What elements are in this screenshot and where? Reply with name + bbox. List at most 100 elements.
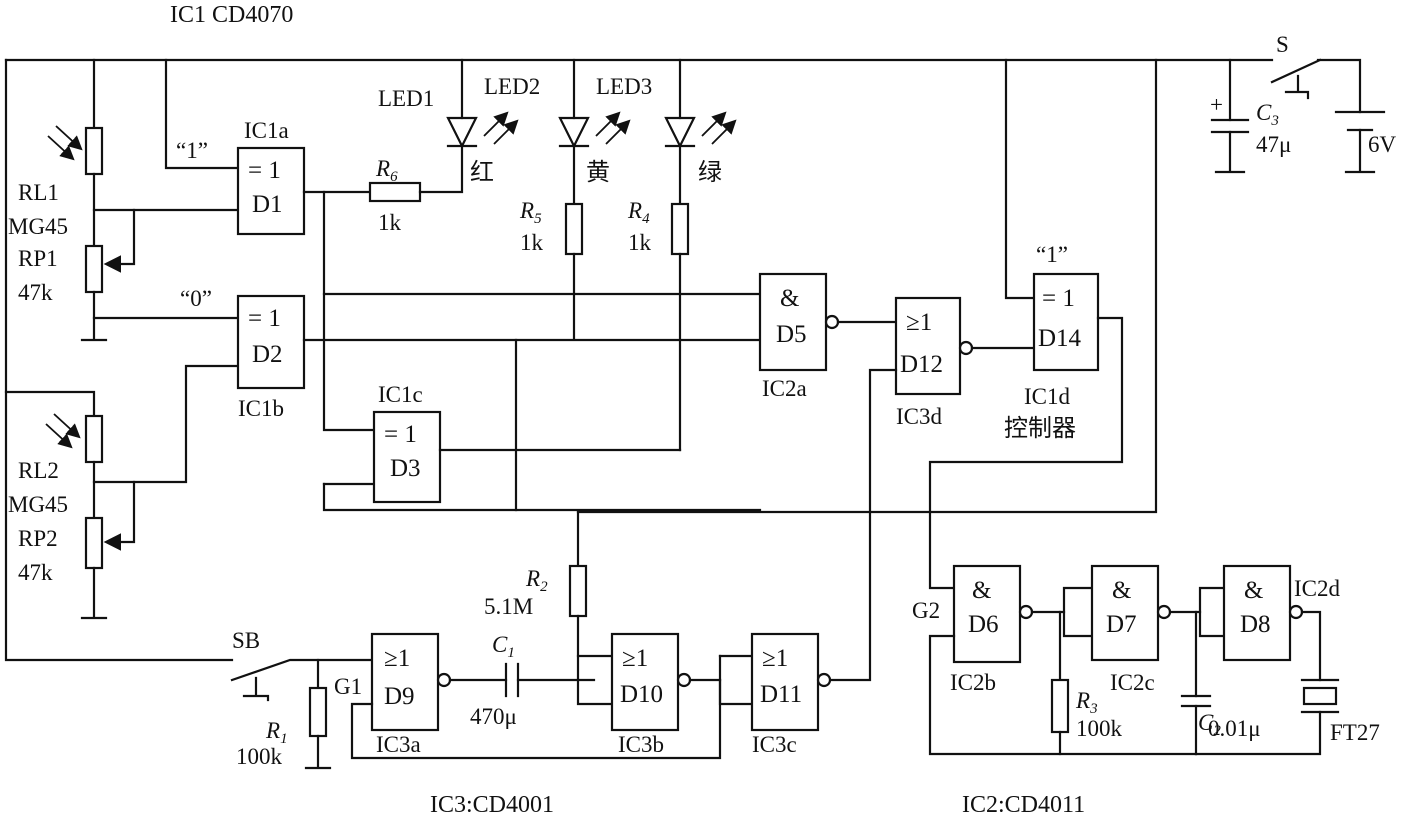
sensor-rl1: RL1 MG45 RP1 47k [8,58,240,342]
d5-name: D5 [776,321,807,348]
r3-symbol: R3 [1075,688,1098,717]
gate-d12: ≥1 D12 IC3d [830,296,1036,682]
rl2-type: MG45 [8,492,68,517]
rp2-value: 47k [18,560,53,585]
rl1-type: MG45 [8,214,68,239]
buzzer-name: FT27 [1330,720,1380,745]
gate-d7: & D7 IC2c [1062,564,1202,695]
led2-name: LED2 [484,74,540,99]
switch-s-label: S [1276,32,1289,57]
r6-value: 1k [378,210,402,235]
capacitor-c3: + C3 47μ [1210,58,1291,174]
led2-color: 黄 [586,158,610,186]
d10-name: D10 [620,681,663,708]
r2-symbol: R2 [525,566,548,595]
d3-name: D3 [390,455,421,482]
battery-voltage: 6V [1368,132,1397,157]
power-rail [4,58,1362,662]
gate-d8: & D8 IC2d [1198,564,1341,682]
r1-value: 100k [236,744,283,769]
d6-name: D6 [968,611,999,638]
d2-name: D2 [252,341,283,368]
d5-symbol: & [780,285,799,312]
gate-d9: ≥1 D9 IC3a G1 [334,632,722,760]
rp1-value: 47k [18,280,53,305]
r3-value: 100k [1076,716,1123,741]
rp1-label: RP1 [18,246,58,271]
d11-name: D11 [760,681,802,708]
d7-name: D7 [1106,611,1137,638]
d2-input-note: “0” [180,286,212,311]
ic3-title: IC3:CD4001 [430,792,554,815]
d11-symbol: ≥1 [762,645,788,672]
led3: LED3 绿 [596,58,737,206]
d14-name: D14 [1038,325,1082,352]
r1-symbol: R1 [265,718,288,747]
d6-label: IC2b [950,670,996,695]
rl1-label: RL1 [18,180,59,205]
d9-pin: G1 [334,674,362,699]
d10-label: IC3b [618,732,664,757]
switch-sb: SB [230,628,374,702]
led3-name: LED3 [596,74,652,99]
gate-d2: = 1 D2 IC1b “0” [180,286,762,421]
r4-value: 1k [628,230,652,255]
d2-label: IC1b [238,396,284,421]
buzzer-ft27: FT27 [1194,678,1380,756]
d14-sublabel: 控制器 [1004,414,1076,442]
battery: 6V [1334,110,1397,174]
gate-d3: = 1 D3 IC1c [322,338,762,512]
switch-sb-label: SB [232,628,260,653]
r5-symbol: R5 [519,198,542,227]
d12-name: D12 [900,351,943,378]
d5-label: IC2a [762,376,807,401]
capacitor-c2: C2 0.01μ [1180,610,1261,756]
gate-d1: = 1 D1 IC1a “1” [164,58,376,432]
d14-input-note: “1” [1036,242,1068,267]
r6-symbol: R6 [375,156,398,185]
c3-symbol: C3 [1256,100,1279,129]
r2-value: 5.1M [484,594,533,619]
led3-color: 绿 [698,158,722,186]
r5-value: 1k [520,230,544,255]
led1-color: 红 [470,158,494,186]
c3-polarity: + [1210,92,1223,117]
ic2-title: IC2:CD4011 [962,792,1085,815]
c2-symbol: C2 [1198,710,1221,739]
d12-label: IC3d [896,404,943,429]
d2-symbol: = 1 [248,305,281,332]
d14-label: IC1d [1024,384,1071,409]
d9-label: IC3a [376,732,421,757]
gate-d14: = 1 D14 “1” IC1d 控制器 [928,58,1124,590]
d6-symbol: & [972,577,991,604]
sensor-rl2: RL2 MG45 RP2 47k [4,364,240,620]
d8-name: D8 [1240,611,1271,638]
d11-label: IC3c [752,732,797,757]
r4-symbol: R4 [627,198,650,227]
capacitor-c1: C1 470μ [470,632,596,729]
d6-pin: G2 [912,598,940,623]
led1-name: LED1 [378,86,434,111]
switch-s: S [1270,32,1322,100]
rl2-label: RL2 [18,458,59,483]
d3-label: IC1c [378,382,423,407]
d8-label: IC2d [1294,576,1341,601]
resistor-r4: R4 1k [627,198,690,452]
d8-symbol: & [1244,577,1263,604]
rp2-label: RP2 [18,526,58,551]
d7-label: IC2c [1110,670,1155,695]
resistor-r2: R2 5.1M [484,58,1158,682]
led2: LED2 黄 [484,58,631,206]
gate-d6: & D6 IC2b G2 [912,564,1198,756]
d1-name: D1 [252,191,283,218]
d12-symbol: ≥1 [906,309,932,336]
d1-label: IC1a [244,118,289,143]
gate-d10: ≥1 D10 IC3b [576,632,722,757]
d1-symbol: = 1 [248,157,281,184]
gate-d5: & D5 IC2a [758,272,898,401]
d10-symbol: ≥1 [622,645,648,672]
gate-d11: ≥1 D11 IC3c [718,632,832,757]
d3-symbol: = 1 [384,421,417,448]
resistor-r1: R1 100k [236,658,332,770]
